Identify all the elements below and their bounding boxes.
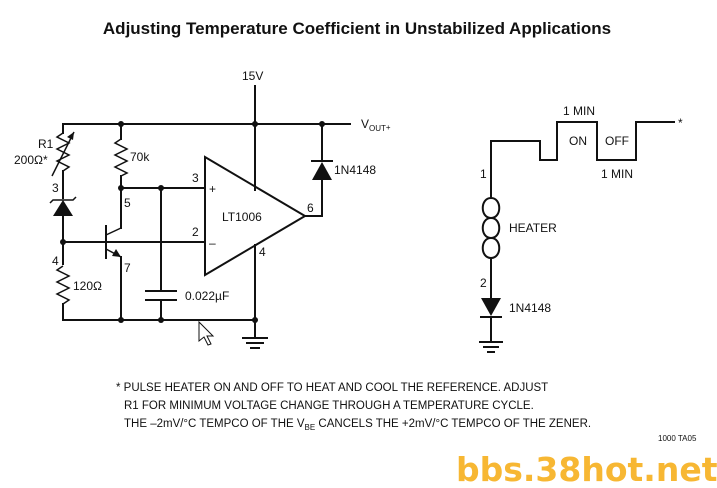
heater-pin2: 2 xyxy=(480,276,487,290)
emitter-arrowhead xyxy=(112,249,121,257)
transistor-collector xyxy=(105,227,122,236)
note-line-2: R1 FOR MINIMUM VOLTAGE CHANGE THROUGH A … xyxy=(124,400,534,412)
pin-label: 3 xyxy=(192,171,199,185)
heater-off-time: 1 MIN xyxy=(601,167,633,181)
mouse-pointer-icon xyxy=(198,320,215,346)
r1-value: 200Ω* xyxy=(14,153,48,167)
pin-label: 7 xyxy=(124,261,131,275)
watermark: bbs.38hot.net xyxy=(456,450,717,488)
heater-pulse-waveform xyxy=(490,121,675,161)
note-line-1: * PULSE HEATER ON AND OFF TO HEAT AND CO… xyxy=(116,382,548,394)
heater-on-time: 1 MIN xyxy=(563,104,595,118)
zener-bar xyxy=(49,196,77,204)
cap-value: 0.022µF xyxy=(185,289,229,303)
pin-label: 4 xyxy=(259,245,266,259)
r1-name: R1 xyxy=(38,137,54,151)
opamp-plus: + xyxy=(209,182,216,196)
figure-title: Adjusting Temperature Coefficient in Uns… xyxy=(103,19,611,38)
note-line-3: THE –2mV/°C TEMPCO OF THE VBE CANCELS TH… xyxy=(124,418,591,432)
pin-label: 3 xyxy=(52,181,59,195)
vout-label: VOUT+ xyxy=(361,117,391,133)
heater-element xyxy=(481,196,493,260)
r70k-resistor xyxy=(113,138,129,177)
pin-label: 5 xyxy=(124,196,131,210)
r1-adjust-arrowhead xyxy=(67,132,74,140)
output-diode-symbol xyxy=(312,162,332,180)
heater-star: * xyxy=(678,116,683,130)
r70k-value: 70k xyxy=(130,150,150,164)
opamp-name: LT1006 xyxy=(222,210,262,224)
heater-element-right xyxy=(489,196,501,260)
supply-label: 15V xyxy=(242,69,263,83)
r1-resistor xyxy=(55,132,71,172)
r120-value: 120Ω xyxy=(73,279,102,293)
opamp-minus: – xyxy=(209,236,216,250)
figure-code: 1000 TA05 xyxy=(658,434,697,443)
heater-diode-label: 1N4148 xyxy=(509,301,551,315)
heater-diode-symbol xyxy=(481,298,501,316)
zener-symbol xyxy=(53,200,73,216)
pin-label: 4 xyxy=(52,254,59,268)
output-diode-label: 1N4148 xyxy=(334,163,376,177)
r1-adjust-arrow xyxy=(51,131,75,177)
heater-label: HEATER xyxy=(509,221,557,235)
pin-label: 6 xyxy=(307,201,314,215)
heater-on-label: ON xyxy=(569,134,587,148)
r120-resistor xyxy=(55,265,71,305)
heater-pin1: 1 xyxy=(480,167,487,181)
heater-off-label: OFF xyxy=(605,134,629,148)
pin-label: 2 xyxy=(192,225,199,239)
